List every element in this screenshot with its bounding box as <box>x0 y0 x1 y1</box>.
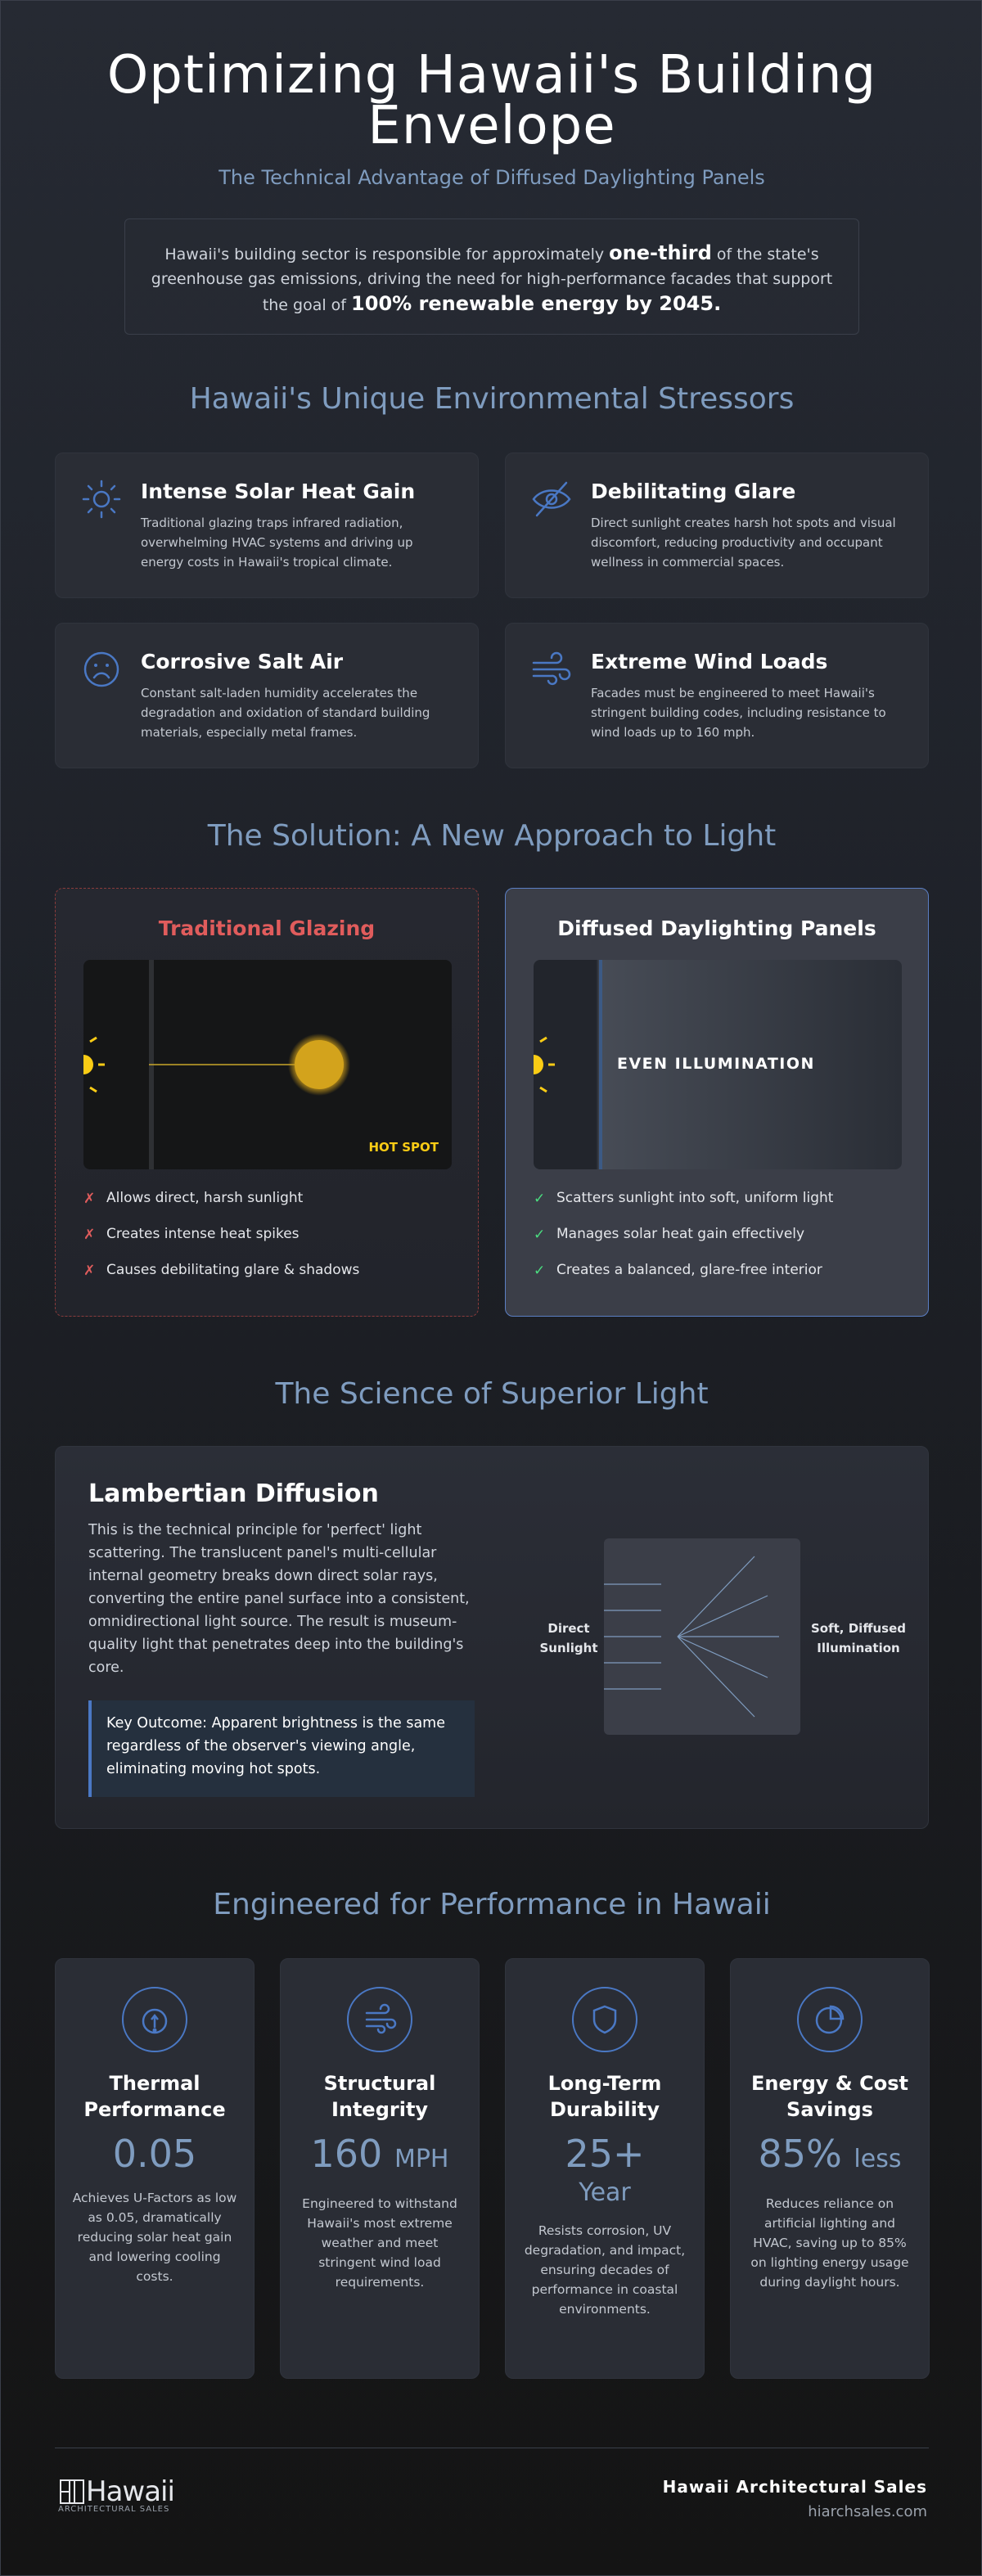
diffused-visual: EVEN ILLUMINATION <box>534 960 902 1169</box>
page-subtitle: The Technical Advantage of Diffused Dayl… <box>218 166 765 189</box>
list-item: ✗Causes debilitating glare & shadows <box>83 1262 360 1279</box>
company-logo: Hawaii ARCHITECTURAL SALES <box>58 2475 175 2514</box>
intro-highlight-2: 100% renewable energy by 2045. <box>351 292 722 315</box>
footer-contact: Hawaii Architectural Sales hiarchsales.c… <box>663 2477 927 2520</box>
lambertian-card: Lambertian Diffusion This is the technic… <box>55 1446 929 1829</box>
stressor-card-wind: Extreme Wind Loads Facades must be engin… <box>505 623 929 768</box>
lambertian-title: Lambertian Diffusion <box>88 1479 379 1508</box>
perf-title: Thermal Performance <box>83 2072 226 2121</box>
intro-text-2: of the state's greenhouse gas emissions,… <box>151 245 833 314</box>
perf-unit: less <box>854 2145 902 2173</box>
check-icon: ✓ <box>534 1191 546 1207</box>
perf-title: Structural Integrity <box>323 2072 436 2121</box>
perf-text: Reduces reliance on artificial lighting … <box>750 2196 909 2290</box>
stressor-card-salt: Corrosive Salt Air Constant salt-laden h… <box>55 623 479 768</box>
stressor-title: Intense Solar Heat Gain <box>141 480 416 503</box>
even-illumination-illustration <box>534 960 602 1169</box>
stressor-card-solar: Intense Solar Heat Gain Traditional glaz… <box>55 453 479 598</box>
wind-icon <box>347 1987 412 2052</box>
perf-unit: Year <box>579 2178 631 2207</box>
panel-edge <box>599 960 602 1169</box>
intro-box: Hawaii's building sector is responsible … <box>124 218 859 335</box>
perf-title: Long-Term Durability <box>547 2072 662 2121</box>
list-item: ✗Allows direct, harsh sunlight <box>83 1190 304 1207</box>
stressor-title: Corrosive Salt Air <box>141 650 344 673</box>
diffusion-diagram <box>583 1556 779 1718</box>
page-title: Optimizing Hawaii's Building Envelope <box>106 45 877 156</box>
thermometer-icon <box>122 1987 187 2052</box>
list-item: ✓Creates a balanced, glare-free interior <box>534 1262 822 1279</box>
check-icon: ✓ <box>534 1263 546 1279</box>
performance-section-title: Engineered for Performance in Hawaii <box>213 1888 771 1921</box>
company-name: Hawaii Architectural Sales <box>662 2477 927 2497</box>
eye-slash-icon <box>532 481 571 517</box>
traditional-title: Traditional Glazing <box>158 916 376 940</box>
key-outcome-callout: Key Outcome: Apparent brightness is the … <box>88 1700 475 1797</box>
perf-card-structural: Structural Integrity 160 MPH Engineered … <box>280 1958 480 2379</box>
logo-mark-icon <box>60 2479 84 2504</box>
list-item: ✓Manages solar heat gain effectively <box>534 1226 805 1243</box>
science-section-title: The Science of Superior Light <box>275 1377 709 1411</box>
solution-section-title: The Solution: A New Approach to Light <box>207 819 777 853</box>
perf-text: Achieves U-Factors as low as 0.05, drama… <box>72 2191 237 2284</box>
diffused-points: ✓Scatters sunlight into soft, uniform li… <box>534 1189 900 1279</box>
company-url[interactable]: hiarchsales.com <box>808 2503 927 2520</box>
diffused-illumination-label: Soft, Diffused Illumination <box>811 1621 906 1655</box>
perf-value: 160 MPH <box>310 2132 449 2176</box>
stressor-card-glare: Debilitating Glare Direct sunlight creat… <box>505 453 929 598</box>
intro-highlight-1: one-third <box>609 241 712 264</box>
direct-sunlight-label: Direct Sunlight <box>539 1621 598 1655</box>
stressor-text: Facades must be engineered to meet Hawai… <box>591 686 886 740</box>
wind-icon <box>532 651 571 686</box>
stressors-section-title: Hawaii's Unique Environmental Stressors <box>189 382 795 416</box>
diffused-panels-card: Diffused Daylighting Panels EVEN ILLUMIN… <box>505 888 929 1317</box>
traditional-glazing-card: Traditional Glazing HOT SPOT ✗Allo <box>55 888 479 1317</box>
pie-chart-icon <box>797 1987 863 2052</box>
hot-spot-label: HOT SPOT <box>368 1140 439 1155</box>
x-mark-icon: ✗ <box>83 1191 96 1207</box>
shield-icon <box>572 1987 637 2052</box>
perf-card-energy: Energy & Cost Savings 85% less Reduces r… <box>730 1958 930 2379</box>
perf-card-thermal: Thermal Performance 0.05 Achieves U-Fact… <box>55 1958 255 2379</box>
traditional-points: ✗Allows direct, harsh sunlight ✗Creates … <box>83 1189 450 1279</box>
stressor-text: Traditional glazing traps infrared radia… <box>141 516 413 570</box>
sun-icon <box>82 480 121 519</box>
even-illumination-label: EVEN ILLUMINATION <box>617 1055 815 1073</box>
diffused-title: Diffused Daylighting Panels <box>557 916 876 940</box>
sun-icon <box>83 1055 93 1074</box>
check-icon: ✓ <box>534 1227 546 1243</box>
hot-spot-illustration <box>83 960 350 1169</box>
perf-card-durability: Long-Term Durability 25+ Year Resists co… <box>505 1958 705 2379</box>
stressor-text: Direct sunlight creates harsh hot spots … <box>591 516 896 570</box>
sun-icon <box>534 1055 543 1074</box>
perf-value: 85% less <box>758 2132 902 2176</box>
perf-value: 25+ <box>565 2132 645 2176</box>
panel-diagram <box>583 1538 800 1735</box>
list-item: ✓Scatters sunlight into soft, uniform li… <box>534 1190 834 1207</box>
logo-tagline: ARCHITECTURAL SALES <box>58 2505 170 2514</box>
logo-word: Hawaii <box>86 2475 175 2508</box>
perf-value: 0.05 <box>112 2132 197 2176</box>
perf-unit: MPH <box>394 2145 449 2173</box>
lambertian-text: This is the technical principle for 'per… <box>88 1522 470 1676</box>
traditional-visual: HOT SPOT <box>83 960 452 1169</box>
stressor-title: Extreme Wind Loads <box>591 650 828 673</box>
perf-title: Energy & Cost Savings <box>751 2072 908 2121</box>
x-mark-icon: ✗ <box>83 1227 96 1243</box>
sad-face-icon <box>83 651 119 687</box>
stressor-text: Constant salt-laden humidity accelerates… <box>141 686 430 740</box>
list-item: ✗Creates intense heat spikes <box>83 1226 300 1243</box>
x-mark-icon: ✗ <box>83 1263 96 1279</box>
perf-text: Resists corrosion, UV degradation, and i… <box>524 2223 686 2317</box>
stressor-title: Debilitating Glare <box>591 480 796 503</box>
intro-text-1: Hawaii's building sector is responsible … <box>164 245 610 263</box>
perf-text: Engineered to withstand Hawaii's most ex… <box>302 2196 457 2290</box>
